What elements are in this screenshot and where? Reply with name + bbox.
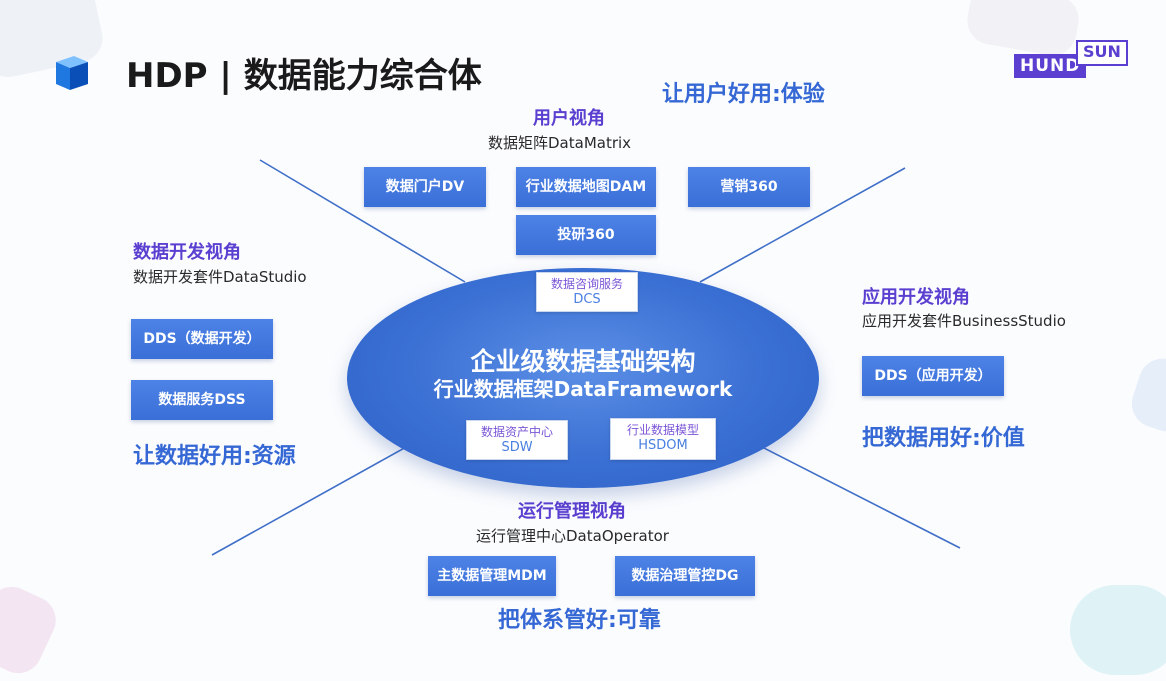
module-box: 数据服务DSS	[131, 380, 273, 420]
dcs-box-code: DCS	[573, 292, 601, 307]
hsdom-box: 行业数据模型 HSDOM	[610, 418, 716, 460]
top-perspective-title: 用户视角	[533, 108, 605, 129]
spoke-lines	[211, 159, 961, 556]
right-slogan: 把数据用好:价值	[862, 426, 1025, 451]
dcs-box: 数据咨询服务 DCS	[536, 272, 638, 312]
hsdom-box-label: 行业数据模型	[626, 423, 699, 437]
core-title: 企业级数据基础架构	[470, 347, 696, 376]
top-slogan: 让用户好用:体验	[662, 82, 825, 107]
module-box: DDS（应用开发）	[862, 356, 1004, 396]
module-box: 投研360	[516, 215, 656, 255]
hsdom-box-code: HSDOM	[638, 438, 688, 453]
right-perspective-subtitle: 应用开发套件BusinessStudio	[862, 312, 1066, 330]
module-box: 主数据管理MDM	[428, 556, 556, 596]
cube-icon	[56, 56, 88, 90]
module-box: DDS（数据开发）	[131, 319, 273, 359]
left-slogan: 让数据好用:资源	[133, 444, 296, 469]
hundsun-logo: HUND SUN	[1014, 40, 1128, 80]
bottom-perspective-title: 运行管理视角	[518, 501, 626, 522]
logo-main-text: HUND	[1014, 54, 1087, 78]
bottom-perspective-subtitle: 运行管理中心DataOperator	[476, 527, 669, 545]
top-perspective-subtitle: 数据矩阵DataMatrix	[488, 134, 632, 152]
spoke-line-top-right	[699, 167, 906, 283]
dcs-box-label: 数据咨询服务	[550, 277, 623, 291]
left-perspective-subtitle: 数据开发套件DataStudio	[133, 268, 307, 286]
left-perspective-title: 数据开发视角	[133, 242, 241, 263]
spoke-line-bottom-left	[211, 445, 409, 556]
sdw-box-label: 数据资产中心	[480, 425, 553, 439]
module-box: 行业数据地图DAM	[516, 167, 656, 207]
core-subtitle: 行业数据框架DataFramework	[433, 377, 733, 401]
module-box: 营销360	[688, 167, 810, 207]
bottom-slogan: 把体系管好:可靠	[498, 608, 661, 633]
sdw-box-code: SDW	[501, 440, 533, 455]
logo-sub-text: SUN	[1076, 40, 1128, 66]
right-perspective-title: 应用开发视角	[862, 287, 970, 308]
spoke-line-bottom-right	[759, 445, 961, 549]
sdw-box: 数据资产中心 SDW	[466, 420, 568, 460]
module-box: 数据门户DV	[364, 167, 486, 207]
module-box: 数据治理管控DG	[615, 556, 755, 596]
page-title: HDP | 数据能力综合体	[126, 56, 482, 96]
spoke-line-top-left	[259, 159, 466, 283]
